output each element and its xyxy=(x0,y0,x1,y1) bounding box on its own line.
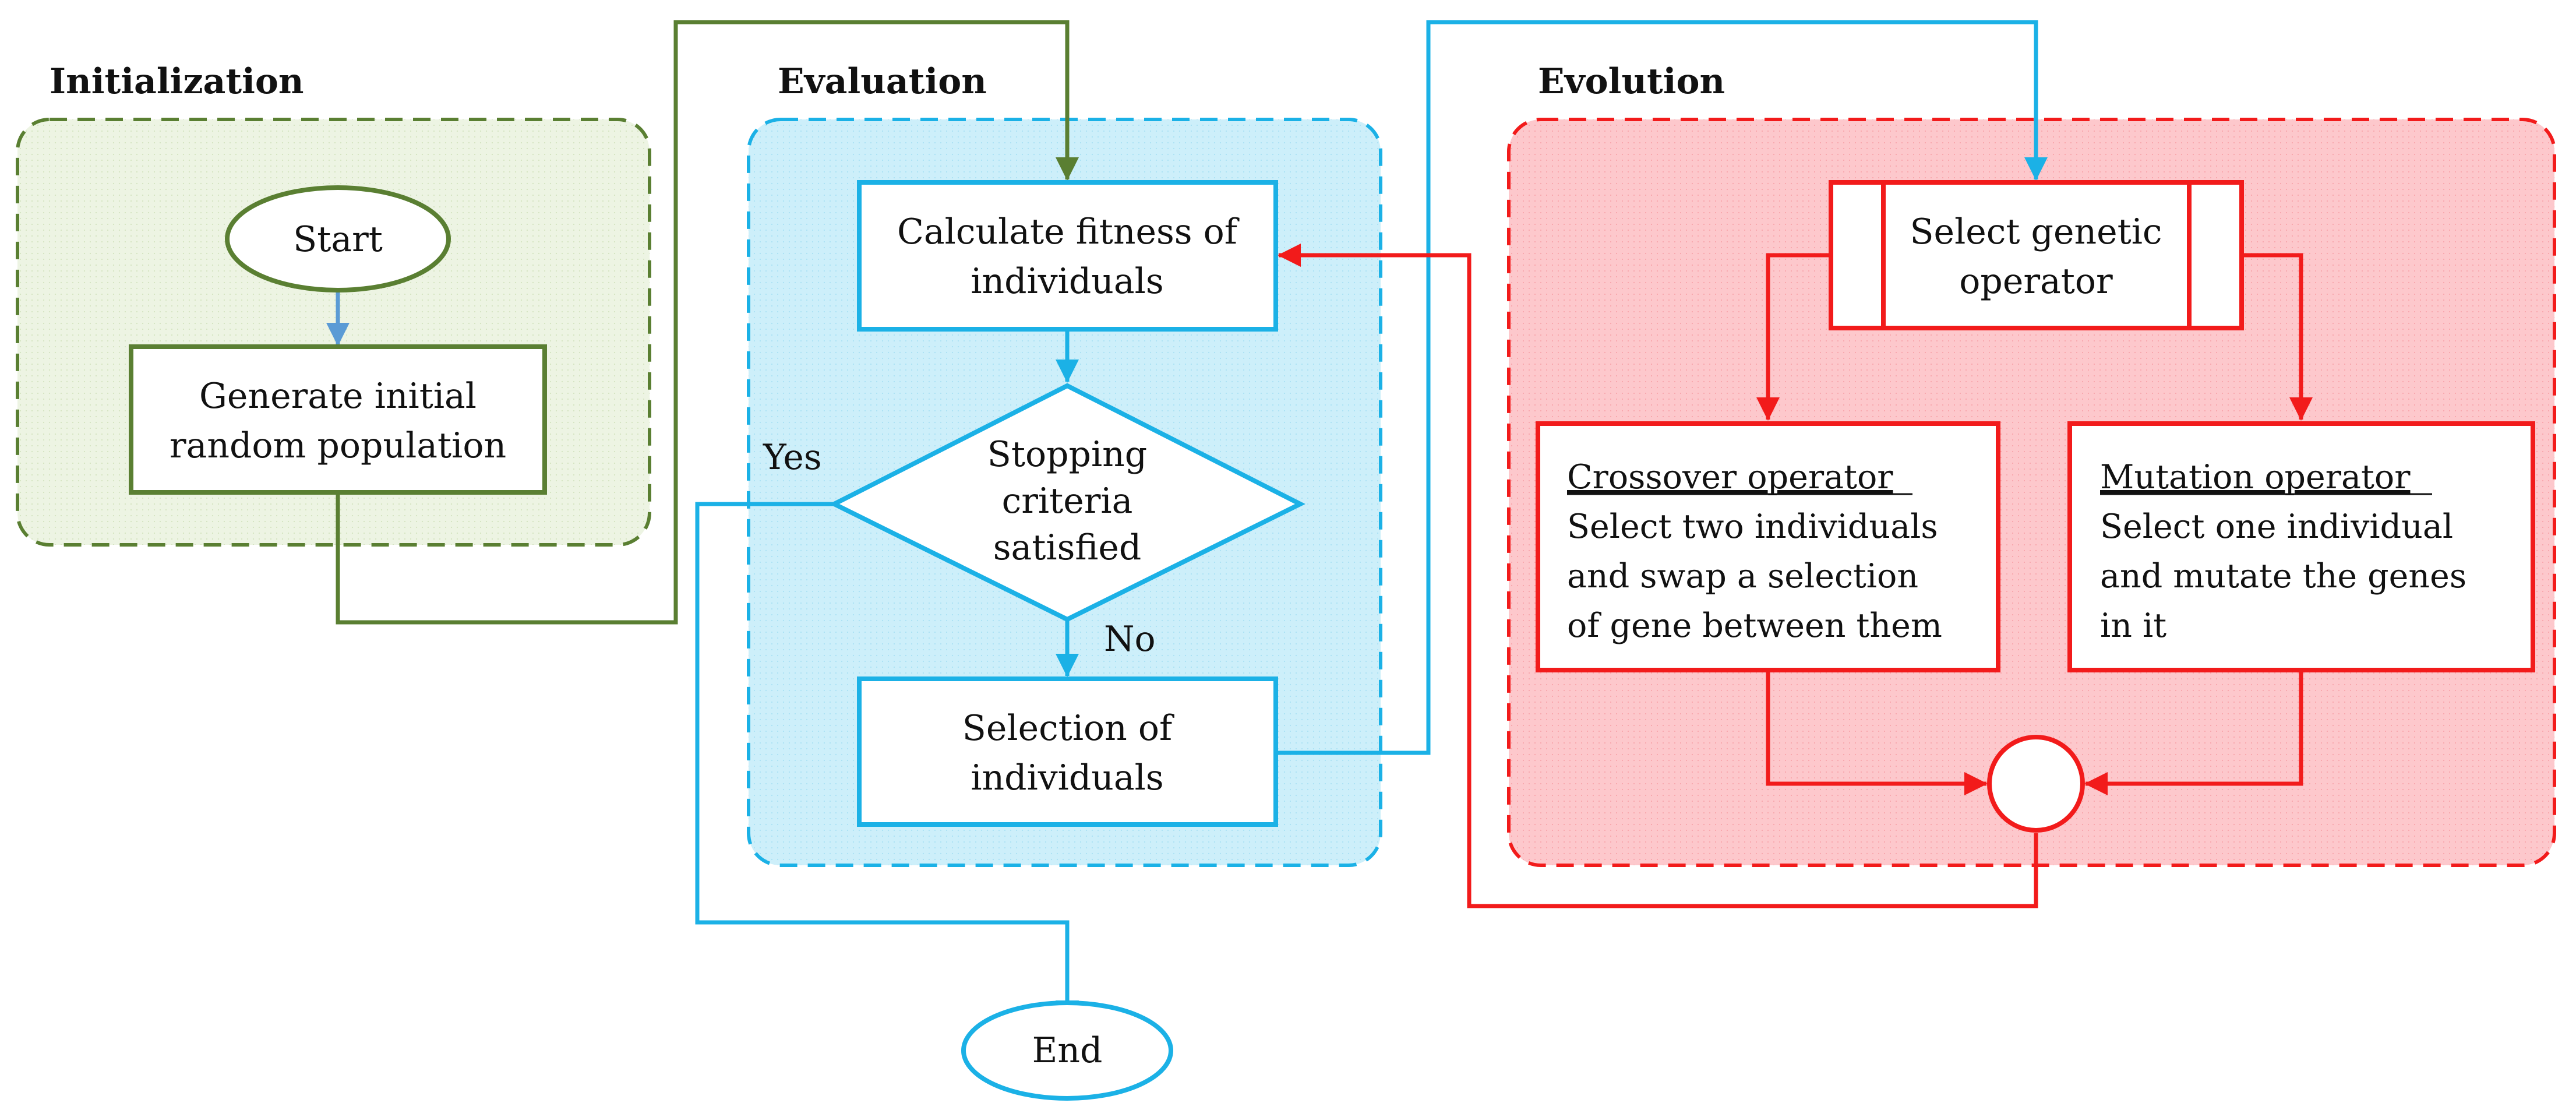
selection-node: Selection of individuals xyxy=(857,676,1278,827)
stopping-label-line-1: Stopping xyxy=(987,434,1147,475)
connector-operator-to-crossover xyxy=(1756,253,1831,421)
stopping-label-line-3: satisfied xyxy=(993,527,1142,568)
end-node: End xyxy=(961,1000,1173,1101)
crossover-operator-node: Crossover operator Select two individual… xyxy=(1536,421,2000,672)
crossover-line-2: and swap a selection xyxy=(1567,557,1918,596)
section-title-evaluation: Evaluation xyxy=(778,61,987,102)
generate-population-node: Generate initial random population xyxy=(129,344,547,495)
yes-label: Yes xyxy=(763,437,822,478)
generate-label-line-2: random population xyxy=(170,425,506,466)
operator-label-line-2: operator xyxy=(1959,261,2113,302)
start-label: Start xyxy=(293,219,383,260)
operator-label-line-1: Select genetic xyxy=(1910,212,2162,252)
fitness-label-line-1: Calculate fitness of xyxy=(897,212,1240,252)
mutation-line-1: Select one individual xyxy=(2100,508,2453,546)
connector-selection-to-operator xyxy=(1273,20,2048,755)
connector-mutation-to-merge xyxy=(2084,670,2303,795)
crossover-line-3: of gene between them xyxy=(1567,607,1942,645)
calculate-fitness-node: Calculate fitness of individuals xyxy=(857,180,1278,332)
mutation-operator-node: Mutation operator Select one individual … xyxy=(2067,421,2535,672)
mutation-line-3: in it xyxy=(2100,607,2166,645)
select-genetic-operator-node: Select genetic operator xyxy=(1829,180,2244,330)
end-label: End xyxy=(1032,1030,1103,1071)
stopping-label-line-2: criteria xyxy=(1002,481,1133,521)
no-label: No xyxy=(1104,619,1156,660)
connector-crossover-to-merge xyxy=(1766,670,1988,795)
mutation-line-2: and mutate the genes xyxy=(2100,557,2466,596)
selection-label-line-2: individuals xyxy=(971,757,1163,798)
mutation-title: Mutation operator xyxy=(2100,458,2411,496)
start-node: Start xyxy=(225,185,451,293)
connector-merge-to-fitness xyxy=(1278,244,2038,908)
section-title-initialization: Initialization xyxy=(50,61,304,102)
merge-circle-node xyxy=(1987,735,2085,833)
selection-label-line-1: Selection of xyxy=(962,708,1174,749)
connector-generate-to-fitness xyxy=(336,20,1079,625)
generate-label-line-1: Generate initial xyxy=(199,376,477,417)
crossover-title: Crossover operator xyxy=(1567,458,1893,496)
section-title-evolution: Evolution xyxy=(1538,61,1725,102)
evolution-panel xyxy=(1507,118,2556,867)
stopping-criteria-decision: Stopping criteria satisfied xyxy=(829,383,1305,622)
fitness-label-line-2: individuals xyxy=(971,261,1163,302)
crossover-line-1: Select two individuals xyxy=(1567,508,1938,546)
connector-stopping-to-end xyxy=(695,502,1079,1024)
connector-operator-to-mutation xyxy=(2242,253,2313,421)
